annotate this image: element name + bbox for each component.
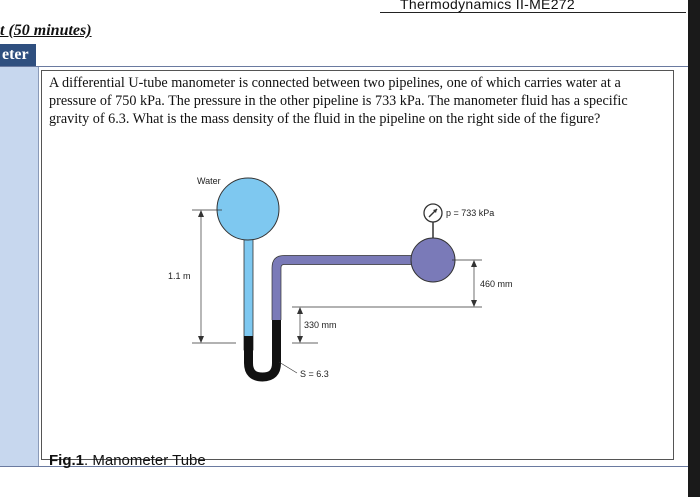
arrow-down-icon	[471, 300, 477, 307]
question-panel	[41, 70, 674, 460]
gauge-needle-tip	[433, 209, 437, 213]
arrow-down-icon	[297, 336, 303, 343]
left-tube	[243, 237, 254, 351]
right-pipe-outline	[271, 255, 412, 320]
right-pipe-circle	[410, 237, 456, 283]
leader-line	[278, 361, 298, 374]
height-left-label: 1.1 m	[168, 271, 191, 281]
arrow-up-icon	[297, 307, 303, 314]
frame-bottom-border	[0, 466, 688, 467]
problem-statement: A differential U-tube manometer is conne…	[49, 75, 628, 127]
frame-top-border	[0, 66, 688, 67]
arrow-up-icon	[198, 210, 204, 217]
arrow-down-icon	[198, 336, 204, 343]
figure-caption: Fig.1. Manometer Tube	[49, 452, 206, 469]
course-title: Thermodynamics II-ME272	[400, 0, 575, 12]
u-bend	[244, 320, 281, 382]
height-middle-label: 330 mm	[304, 320, 337, 330]
exam-time-heading: t (50 minutes)	[0, 22, 92, 39]
arrow-up-icon	[471, 260, 477, 267]
side-bar	[0, 66, 39, 466]
height-right-label: 460 mm	[480, 279, 513, 289]
water-pipe	[216, 177, 280, 241]
specific-gravity-label: S = 6.3	[300, 369, 329, 379]
section-tab: eter	[0, 44, 36, 66]
right-pipe	[272, 255, 412, 320]
window-edge	[688, 0, 700, 497]
water-label: Water	[197, 176, 221, 186]
header-rule	[380, 12, 686, 13]
pressure-label: p = 733 kPa	[446, 208, 494, 218]
figure-caption-prefix: Fig.1	[49, 452, 85, 469]
figure-caption-text: . Manometer Tube	[84, 452, 206, 469]
